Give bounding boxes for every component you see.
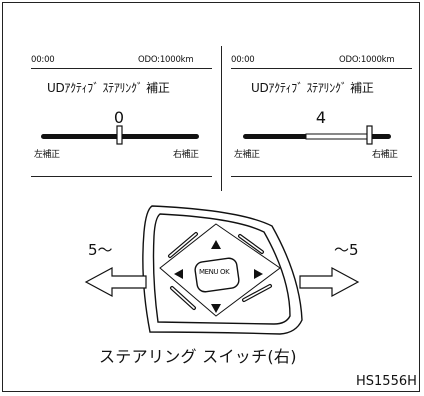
right-slider-marker — [366, 125, 373, 145]
menu-ok-label: MENU OK — [199, 268, 230, 276]
menu-ok-button — [194, 257, 240, 293]
switch-caption: ステアリング スイッチ(右) — [99, 347, 297, 366]
right-panel-right-label: 右補正 — [372, 150, 398, 160]
right-panel-left-label: 左補正 — [234, 150, 260, 160]
left-slider-marker — [116, 125, 123, 145]
left-odometer: ODO:1000km — [138, 55, 194, 65]
left-time: 00:00 — [31, 55, 55, 65]
right-arrow-icon — [254, 269, 263, 279]
left-hollow-arrow-icon — [84, 266, 147, 298]
right-odometer: ODO:1000km — [339, 55, 395, 65]
right-panel-title: UDｱｸﾃｨﾌﾞ ｽﾃｱﾘﾝｸﾞ 補正 — [251, 81, 374, 95]
figure-frame — [2, 2, 420, 392]
right-header-rule — [231, 68, 412, 69]
left-correction-slider — [41, 125, 199, 145]
left-panel-title: UDｱｸﾃｨﾌﾞ ｽﾃｱﾘﾝｸﾞ 補正 — [47, 81, 170, 95]
left-footer-rule — [31, 176, 212, 177]
left-header-rule — [31, 68, 212, 69]
left-panel-right-label: 右補正 — [173, 150, 199, 160]
right-correction-slider — [243, 125, 391, 145]
right-footer-rule — [231, 176, 412, 177]
figure-code: HS1556H — [356, 374, 417, 389]
left-panel-left-label: 左補正 — [34, 150, 60, 160]
right-value: 4 — [315, 108, 327, 127]
down-arrow-icon — [211, 304, 221, 313]
right-range-label: ～5 — [334, 241, 359, 259]
left-arrow-icon — [174, 269, 183, 279]
panel-divider — [221, 46, 222, 191]
up-arrow-icon — [211, 240, 221, 249]
right-hollow-arrow-icon — [299, 266, 360, 298]
left-value: 0 — [113, 108, 125, 127]
right-time: 00:00 — [231, 55, 255, 65]
left-range-label: 5～ — [88, 241, 113, 259]
steering-switch — [142, 205, 303, 335]
